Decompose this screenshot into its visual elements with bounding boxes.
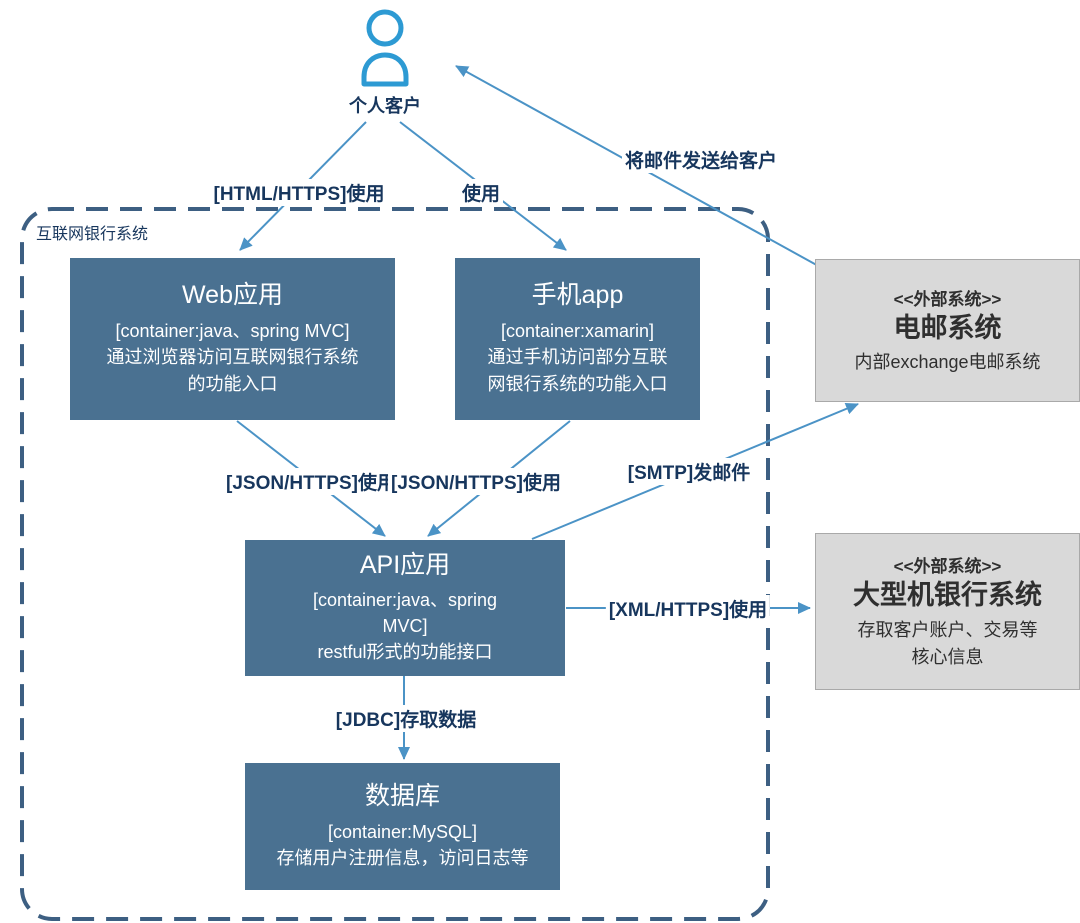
container-database: 数据库 [container:MySQL] 存储用户注册信息，访问日志等	[245, 763, 560, 890]
container-mobile-app-title: 手机app	[531, 281, 624, 310]
container-api-app-desc: restful形式的功能接口	[317, 642, 493, 663]
container-database-desc: 存储用户注册信息，访问日志等	[276, 847, 529, 868]
edge-label-web-api: [JSON/HTTPS]使用	[223, 468, 399, 495]
container-web-app-title: Web应用	[182, 281, 283, 310]
system-boundary-label: 互联网银行系统	[36, 226, 149, 243]
edge-label-person-mobile: 使用	[458, 179, 504, 206]
container-web-app-desc: 通过浏览器访问互联网银行系统 的功能入口	[106, 346, 359, 394]
edge-label-api-db: [JDBC]存取数据	[332, 705, 480, 732]
external-email-system-title: 电邮系统	[893, 312, 1002, 343]
container-database-title: 数据库	[364, 782, 440, 811]
container-mobile-app-desc: 通过手机访问部分互联 网银行系统的功能入口	[487, 346, 668, 394]
external-mainframe-system-desc: 存取客户账户、交易等 核心信息	[857, 619, 1038, 667]
external-mainframe-system-stereotype: <<外部系统>>	[893, 557, 1002, 577]
external-email-system-desc: 内部exchange电邮系统	[854, 352, 1041, 373]
container-web-app-tech: [container:java、spring MVC]	[115, 320, 350, 341]
container-api-app: API应用 [container:java、spring MVC] restfu…	[245, 540, 565, 676]
external-email-system: <<外部系统>> 电邮系统 内部exchange电邮系统	[815, 259, 1080, 402]
actor-label: 个人客户	[349, 96, 421, 116]
container-mobile-app: 手机app [container:xamarin] 通过手机访问部分互联 网银行…	[455, 258, 700, 420]
container-mobile-app-tech: [container:xamarin]	[500, 320, 655, 341]
person-icon	[361, 9, 409, 87]
edge-label-email-person: 将邮件发送给客户	[621, 146, 781, 173]
edge-label-api-mainframe: [XML/HTTPS]使用	[605, 595, 771, 622]
external-mainframe-system: <<外部系统>> 大型机银行系统 存取客户账户、交易等 核心信息	[815, 533, 1080, 690]
external-email-system-stereotype: <<外部系统>>	[893, 289, 1002, 309]
container-web-app: Web应用 [container:java、spring MVC] 通过浏览器访…	[70, 258, 395, 420]
edge-label-mobile-api: [JSON/HTTPS]使用	[388, 468, 564, 495]
container-database-tech: [container:MySQL]	[327, 821, 478, 842]
container-api-app-tech: [container:java、spring MVC]	[312, 590, 498, 637]
edge-label-api-email: [SMTP]发邮件	[624, 458, 754, 485]
external-mainframe-system-title: 大型机银行系统	[853, 580, 1042, 611]
system-boundary	[20, 207, 770, 921]
edge-label-person-web: [HTML/HTTPS]使用	[210, 179, 388, 206]
container-api-app-title: API应用	[359, 550, 451, 579]
